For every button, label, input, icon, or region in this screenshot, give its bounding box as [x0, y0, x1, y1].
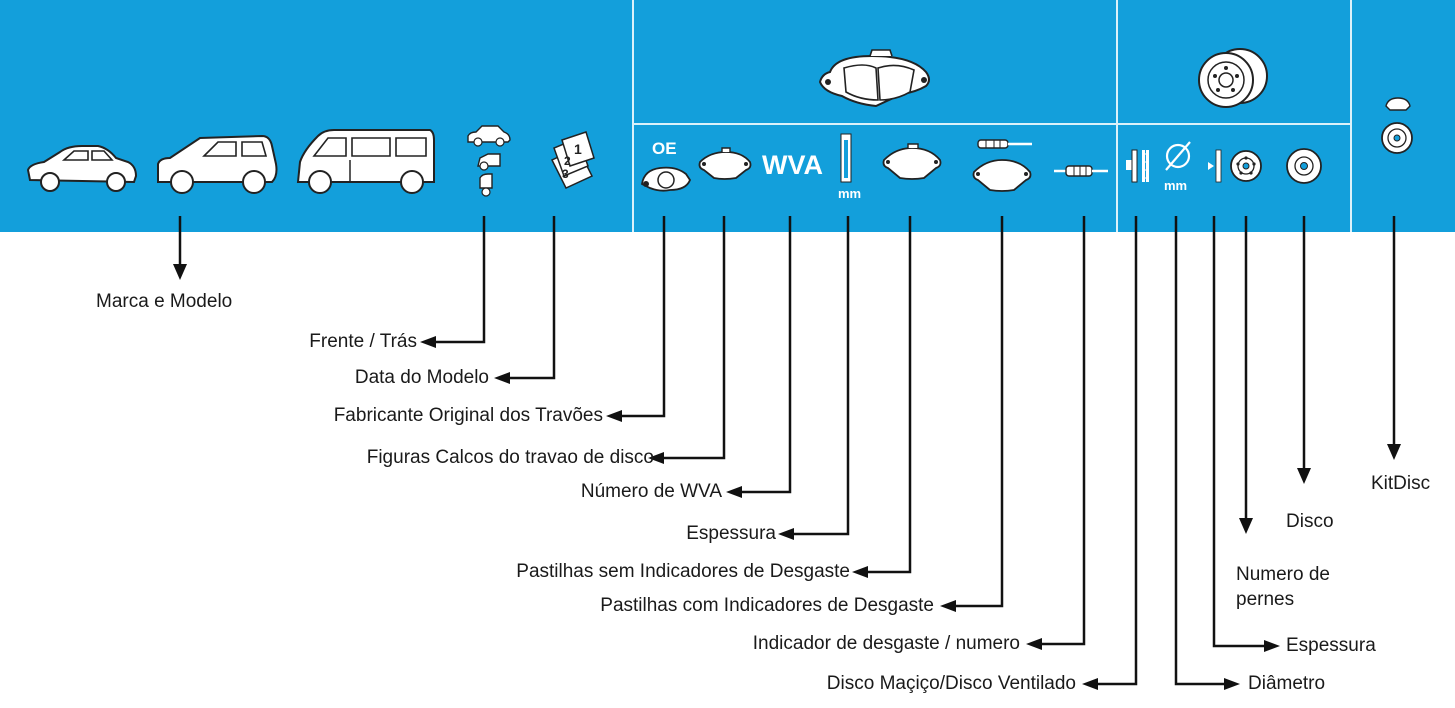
label-figuras-calcos: Figuras Calcos do travao de disco	[366, 447, 654, 468]
pad-shape-icon	[696, 147, 754, 184]
label-indicador-desgaste-numero: Indicador de desgaste / numero	[752, 633, 1020, 654]
oe-caliper-icon: OE	[640, 134, 692, 196]
divider-3	[1350, 0, 1352, 232]
label-disco: Disco	[1286, 511, 1334, 532]
label-fabricante-original: Fabricante Original dos Travões	[333, 405, 603, 426]
calendar-digit-1: 1	[574, 141, 582, 157]
van-icon	[294, 126, 438, 196]
label-frente-tras: Frente / Trás	[309, 331, 417, 352]
calendar-digit-2: 2	[564, 154, 571, 168]
label-espessura-pastilha: Espessura	[686, 523, 776, 544]
pad-with-indicator-icon	[970, 136, 1036, 196]
brake-pads-icon	[816, 49, 936, 112]
diameter-mm-icon: mm	[1160, 140, 1196, 194]
sedan-car-icon	[24, 140, 140, 194]
legend-banner: 1 2 3	[0, 0, 1455, 232]
mm-text-pad: mm	[838, 186, 861, 201]
disc-icon	[1284, 146, 1324, 186]
calendar-pages-icon: 1 2 3	[548, 131, 596, 192]
label-numero-wva: Número de WVA	[580, 481, 722, 502]
label-disco-macico-ventilado: Disco Maçiço/Disco Ventilado	[826, 673, 1076, 694]
suv-car-icon	[152, 130, 282, 196]
label-diametro: Diâmetro	[1248, 673, 1326, 694]
brake-discs-icon	[1196, 46, 1270, 112]
wva-text: WVA	[762, 150, 823, 180]
label-data-modelo: Data do Modelo	[354, 367, 489, 388]
disc-thickness-icon	[1206, 146, 1226, 186]
divider-pads-row	[634, 123, 1116, 125]
kitdisc-icon	[1380, 94, 1414, 160]
oe-text: OE	[652, 139, 677, 158]
wva-text-icon: WVA	[760, 146, 828, 182]
pad-without-indicator-icon	[880, 143, 944, 184]
label-espessura-disco: Espessura	[1286, 635, 1376, 656]
front-rear-icon	[464, 122, 514, 200]
solid-vented-disc-icon	[1124, 146, 1160, 186]
mm-text-diameter: mm	[1164, 178, 1187, 193]
label-pastilhas-com-indicadores: Pastilhas com Indicadores de Desgaste	[600, 595, 934, 616]
label-numero-pernes: Numero de pernes	[1236, 564, 1330, 610]
label-pastilhas-sem-indicadores: Pastilhas sem Indicadores de Desgaste	[516, 561, 850, 582]
divider-discs-row	[1118, 123, 1350, 125]
thickness-mm-icon: mm	[834, 132, 864, 202]
label-kitdisc: KitDisc	[1371, 473, 1431, 494]
disc-bolt-holes-icon	[1228, 148, 1264, 184]
calendar-digit-3: 3	[562, 167, 569, 181]
label-marca-modelo: Marca e Modelo	[96, 291, 233, 312]
divider-2	[1116, 0, 1118, 232]
wear-sensor-icon	[1054, 164, 1108, 178]
divider-1	[632, 0, 634, 232]
